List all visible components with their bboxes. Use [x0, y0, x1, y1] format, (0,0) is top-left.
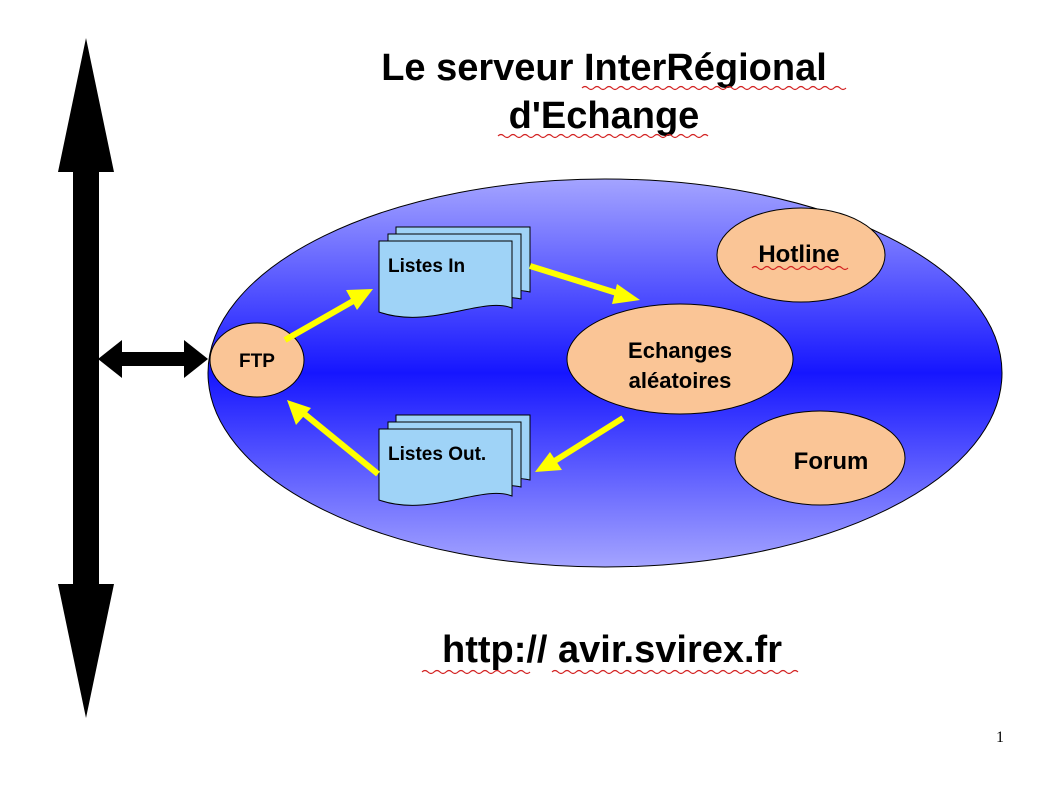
- echanges-label-line-2: aléatoires: [629, 368, 732, 393]
- arrow-ftp-to-listes-in: [283, 289, 373, 343]
- listes-out-documents: [378, 414, 531, 506]
- forum-node: [734, 410, 906, 506]
- arrow-listes-in-to-echanges: [529, 263, 640, 304]
- hotline-label: Hotline: [758, 241, 839, 268]
- url-text: http:// avir.svirex.fr: [442, 629, 782, 671]
- listes-out-label: Listes Out.: [388, 444, 486, 465]
- echanges-node: [566, 303, 794, 415]
- spellcheck-underline-title-1: [581, 85, 847, 91]
- horizontal-double-arrow: [98, 340, 208, 378]
- arrow-listes-out-to-ftp: [287, 400, 380, 477]
- page-number: 1: [996, 729, 1004, 746]
- spellcheck-underline-title-2: [497, 133, 709, 139]
- arrow-echanges-to-listes-out: [535, 415, 625, 472]
- forum-label: Forum: [794, 448, 869, 475]
- title-line-2: d'Echange: [509, 95, 700, 137]
- listes-in-label: Listes In: [388, 256, 465, 277]
- listes-in-documents: [378, 226, 531, 318]
- hotline-node: [716, 207, 886, 303]
- echanges-label-line-1: Echanges: [628, 338, 732, 363]
- spellcheck-underline-url-1: [421, 669, 531, 675]
- ftp-label: FTP: [239, 351, 275, 372]
- vertical-double-arrow: [58, 38, 114, 718]
- title-line-1: Le serveur InterRégional: [381, 47, 827, 89]
- ftp-node: [209, 322, 305, 398]
- spellcheck-underline-hotline: [751, 265, 849, 271]
- spellcheck-underline-url-2: [551, 669, 799, 675]
